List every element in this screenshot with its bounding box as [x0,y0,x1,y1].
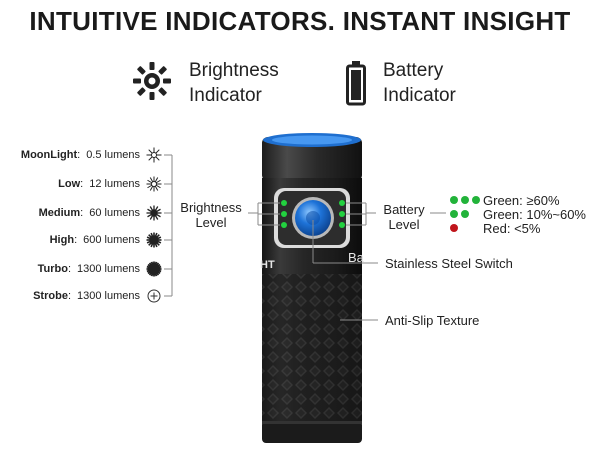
indicator-dot [450,210,458,218]
battery-level-line2: Level [388,217,420,232]
brightness-indicator-label: Brightness Indicator [189,58,279,108]
brightness-indicator-line1: Brightness [189,60,279,81]
indicator-dots [450,196,483,204]
battery-indicator-line1: Battery [383,60,444,81]
switch-label: Stainless Steel Switch [385,256,513,271]
battery-level-connector [346,202,446,226]
mode-name: Turbo [37,263,68,275]
mode-row-medium: Medium:60 lumens [0,204,162,222]
brightness-level-line2: Level [195,215,227,230]
mode-lumens: 1300 lumens [77,263,140,275]
brightness-indicator-line2: Indicator [189,85,262,106]
brightness-level-connector [248,202,280,226]
mode-row-turbo: Turbo:1300 lumens [0,260,162,278]
indicator-dot [450,224,458,232]
battery-status-row: Red: <5% [450,220,540,236]
switch-connector [312,220,378,264]
strobe-icon [147,289,161,303]
battery-status-label: Green: 10%~60% [483,206,586,222]
texture-label: Anti-Slip Texture [385,313,480,328]
indicator-dot [472,196,480,204]
indicator-dot [461,196,469,204]
mode-name: Medium [38,207,81,219]
battery-status-row: Green: 10%~60% [450,206,586,222]
brightness-level-label: Brightness Level [177,200,245,230]
indicator-dot [450,196,458,204]
mode-row-strobe: Strobe:1300 lumens [0,287,162,305]
mode-colon: : [67,290,71,302]
mode-name: Strobe [33,290,68,302]
indicator-dots [450,224,483,232]
mode-colon: : [67,263,71,275]
sun-icon [133,62,171,100]
mode-name: MoonLight [20,149,78,161]
mode-name: High [49,234,75,246]
mode-row-moonlight: MoonLight:0.5 lumens [0,146,162,164]
mode-name: Low [58,178,81,190]
battery-status-row: Green: ≥60% [450,192,560,208]
battery-level-label: Battery Level [378,202,430,232]
mode-colon: : [74,234,78,246]
indicator-dots [450,210,483,218]
battery-indicator-label: Battery Indicator [383,58,456,108]
mode-colon: : [80,178,84,190]
mode-lumens: 600 lumens [83,234,140,246]
brightness-level-line1: Brightness [180,200,242,215]
battery-indicator-line2: Indicator [383,85,456,106]
battery-status-label: Green: ≥60% [483,192,560,208]
mode-lumens: 60 lumens [89,207,140,219]
indicator-dot [461,210,469,218]
page-title: INTUITIVE INDICATORS. INSTANT INSIGHT [29,6,571,36]
body-text-left: HT [260,259,275,271]
starburst-icon [146,261,162,277]
mode-colon: : [80,207,84,219]
body-text-right: Ba [348,250,365,265]
mode-lumens: 0.5 lumens [86,149,140,161]
starburst-icon [146,176,162,192]
starburst-icon [146,205,162,221]
mode-bracket [164,154,173,297]
battery-status-label: Red: <5% [483,220,541,236]
mode-lumens: 12 lumens [89,178,140,190]
mode-row-low: Low:12 lumens [0,175,162,193]
starburst-icon [146,147,162,163]
mode-row-high: High:600 lumens [0,231,162,249]
battery-icon [346,61,366,106]
mode-lumens: 1300 lumens [77,290,140,302]
battery-level-line1: Battery [383,202,425,217]
mode-colon: : [77,149,81,161]
starburst-icon [146,232,162,248]
